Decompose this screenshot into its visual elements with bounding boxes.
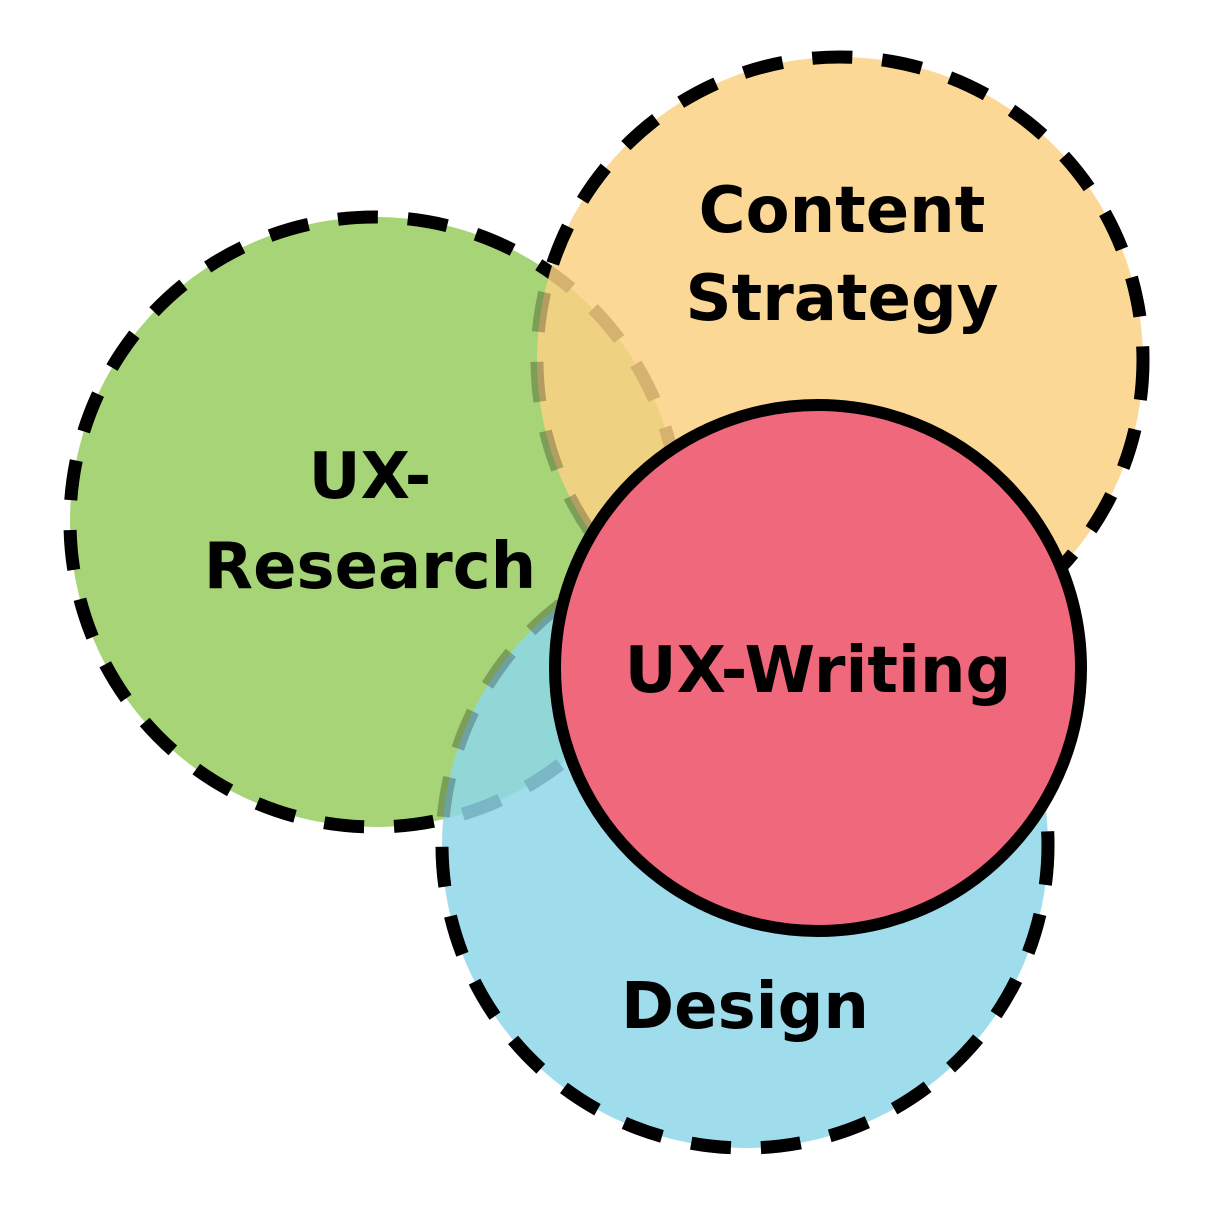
label-ux-research-line1: UX-	[309, 440, 432, 514]
label-design: Design	[621, 970, 869, 1044]
label-content-strategy-line1: Content	[699, 174, 986, 248]
circle-ux-writing	[549, 399, 1087, 937]
label-ux-writing: UX-Writing	[625, 634, 1012, 708]
label-content-strategy-line2: Strategy	[686, 262, 999, 336]
label-ux-research-line2: Research	[204, 530, 536, 604]
